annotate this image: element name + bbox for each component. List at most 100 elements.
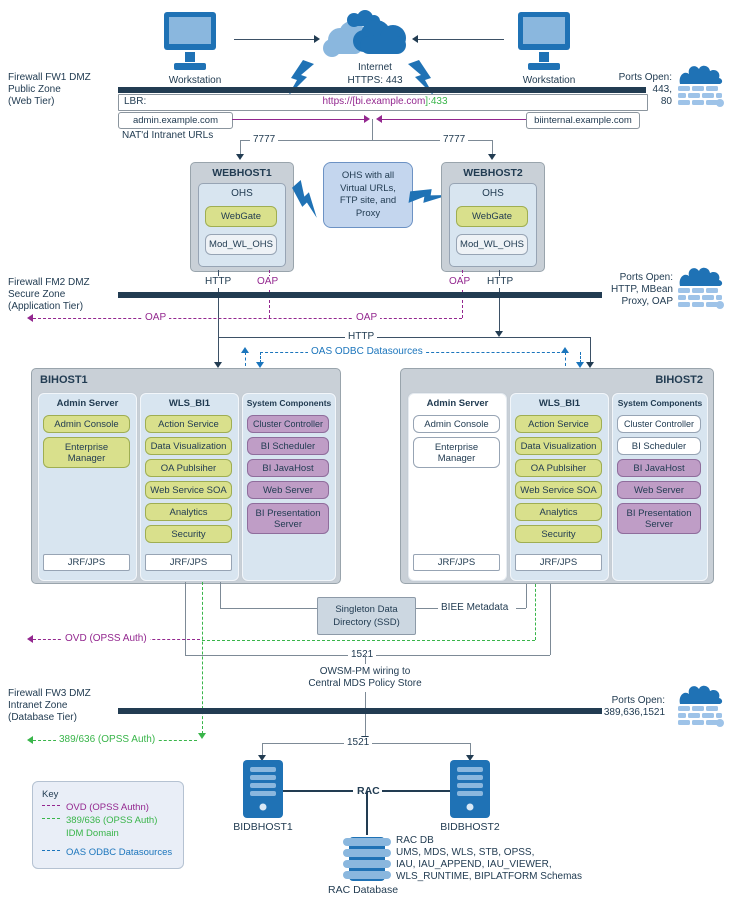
workstation-right-to-internet-line — [418, 39, 504, 40]
oap-horizontal-line — [33, 318, 462, 319]
bidbhost2-server-icon — [450, 760, 490, 818]
component-admin-console: Admin Console — [413, 415, 500, 433]
lbr-url: https://[bi.example.com]:433 — [240, 96, 530, 108]
bidbhost2-label: BIDBHOST2 — [440, 821, 500, 833]
webhost1-title: WEBHOST1 — [212, 167, 272, 179]
component: Web Server — [247, 481, 329, 499]
nat-label: NAT'd Intranet URLs — [122, 130, 214, 141]
component: Cluster Controller — [617, 415, 701, 433]
internet-cloud-icon — [323, 10, 406, 57]
bihost2-admin-column: Admin Server Admin Console Enterprise Ma… — [408, 393, 507, 581]
component: BI JavaHost — [617, 459, 701, 477]
firewall-icon — [678, 65, 724, 107]
bihost1-admin-column: Admin Server Admin Console Enterprise Ma… — [38, 393, 137, 581]
ssd-box: Singleton Data Directory (SSD) — [317, 597, 416, 635]
arrow-into-webhost2 — [488, 154, 496, 160]
lbr-down-line — [372, 119, 373, 140]
component: Analytics — [515, 503, 602, 521]
bidbhost1-server-icon — [243, 760, 283, 818]
component: Cluster Controller — [247, 415, 329, 433]
bihost2-title: BIHOST2 — [655, 374, 703, 386]
oap-arrow-left — [27, 314, 33, 322]
rac-db-line — [366, 792, 368, 835]
webgate-component: WebGate — [456, 206, 528, 227]
bihost2-wls-column: WLS_BI1 Action Service Data Visualizatio… — [510, 393, 609, 581]
firewall-icon — [678, 685, 724, 727]
key-row-odbc: OAS ODBC Datasources — [42, 846, 174, 859]
mod-wl-ohs-component: Mod_WL_OHS — [456, 234, 528, 255]
firewall-fw3-bar — [118, 708, 602, 714]
arrow-into-internet-left — [314, 35, 320, 43]
component: OA Publsiher — [515, 459, 602, 477]
odbc-arrow-down-right — [576, 362, 584, 368]
odbc-arrow-up-right — [561, 347, 569, 353]
blue-dash-sample — [42, 850, 60, 852]
lbr-bar — [118, 94, 648, 111]
odbc-label: OAS ODBC Datasources — [308, 346, 426, 358]
opss-arrow-down — [198, 733, 206, 739]
workstation-right-label: Workstation — [522, 75, 576, 86]
component: Data Visualization — [145, 437, 232, 455]
port-1521-lower: 1521 — [344, 737, 373, 749]
bidbhost1-label: BIDBHOST1 — [233, 821, 293, 833]
bihost1-down-line — [185, 582, 186, 655]
workstation-right-icon — [518, 12, 570, 70]
arrow-into-webhost1 — [236, 154, 244, 160]
https-port-label: HTTPS: 443 — [347, 75, 403, 86]
port7777-line — [240, 140, 492, 141]
rac-label: RAC — [357, 785, 380, 797]
jrf-jps: JRF/JPS — [145, 554, 232, 571]
component: Action Service — [145, 415, 232, 433]
lbr-url-port: ]:433 — [425, 96, 448, 107]
mod-wl-ohs-component: Mod_WL_OHS — [205, 234, 277, 255]
ovd-arrow-left — [27, 635, 33, 643]
workstation-left-to-internet-line — [234, 39, 314, 40]
green-dash-sample — [42, 818, 60, 820]
opss389-label: 389/636 (OPSS Auth) — [56, 734, 159, 746]
rac-database-label: RAC Database — [328, 884, 399, 896]
oap-label: OAP — [446, 276, 474, 288]
webhost1-box: WEBHOST1 OHS WebGate Mod_WL_OHS — [190, 162, 294, 272]
key-row-ovd: OVD (OPSS Authn) — [42, 801, 174, 814]
jrf-jps: JRF/JPS — [515, 554, 602, 571]
rac-line-right — [382, 790, 450, 792]
biinternal-url-box: biinternal.example.com — [526, 112, 640, 129]
internet-label: Internet — [358, 62, 392, 73]
component-enterprise-manager: Enterprise Manager — [413, 437, 500, 468]
webhost2-box: WEBHOST2 OHS WebGate Mod_WL_OHS — [441, 162, 545, 272]
arrow-http-into-bihost1 — [214, 362, 222, 368]
admin-url-box: admin.example.com — [118, 112, 233, 129]
bihost1-system-column: System Components Cluster Controller BI … — [242, 393, 336, 581]
port-1521-upper: 1521 — [348, 649, 377, 661]
http-horizontal-line — [218, 337, 590, 338]
arrow-into-internet-right — [412, 35, 418, 43]
ovd-label: OVD (OPSS Auth) — [62, 633, 150, 645]
component: Action Service — [515, 415, 602, 433]
nat-arrow-left — [364, 115, 370, 123]
bihost2-box: BIHOST2 Admin Server Admin Console Enter… — [400, 368, 714, 584]
opss389-arrow-left — [27, 736, 33, 744]
ssd-link-line — [220, 608, 317, 609]
owsm-label: OWSM-PM wiring to Central MDS Policy Sto… — [308, 666, 422, 689]
fw2-ports-open: Ports Open: HTTP, MBean Proxy, OAP — [610, 272, 673, 307]
component: BI Presentation Server — [247, 503, 329, 534]
key-legend: Key OVD (OPSS Authn) 389/636 (OPSS Auth)… — [32, 781, 184, 869]
biee-metadata-label: BIEE Metadata — [441, 602, 509, 613]
component: Web Service SOA — [515, 481, 602, 499]
fw3-ports-open: Ports Open: 389,636,1521 — [603, 695, 665, 718]
webhost2-http-line — [499, 270, 500, 332]
arrow-into-bidbhost1 — [258, 755, 266, 761]
webhost1-ohs-panel: OHS WebGate Mod_WL_OHS — [198, 183, 286, 267]
component: OA Publsiher — [145, 459, 232, 477]
nat-line-right — [380, 119, 526, 120]
component: Data Visualization — [515, 437, 602, 455]
port-7777-left: 7777 — [250, 134, 279, 146]
arrow-http-into-bihost2 — [586, 362, 594, 368]
idm-dashdot-line — [202, 640, 535, 641]
oap-label: OAP — [142, 312, 170, 324]
port-7777-right: 7777 — [440, 134, 469, 146]
http-label: HTTP — [202, 276, 235, 288]
oap-label: OAP — [353, 312, 381, 324]
workstation-left-label: Workstation — [168, 75, 222, 86]
